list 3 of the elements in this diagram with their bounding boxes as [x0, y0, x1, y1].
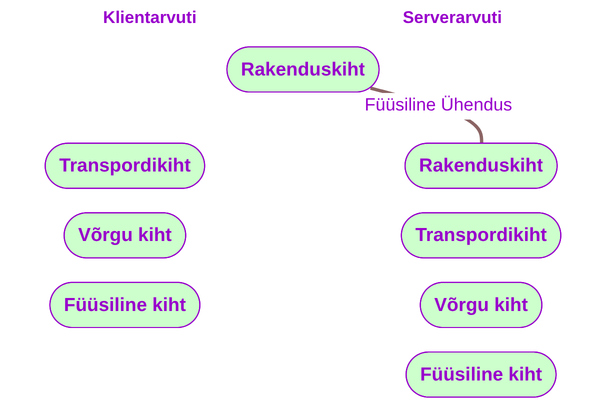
column-heading: Klientarvuti — [103, 8, 197, 28]
edge-label: Füüsiline Ühendus — [364, 96, 512, 116]
column-heading: Serverarvuti — [402, 8, 502, 28]
